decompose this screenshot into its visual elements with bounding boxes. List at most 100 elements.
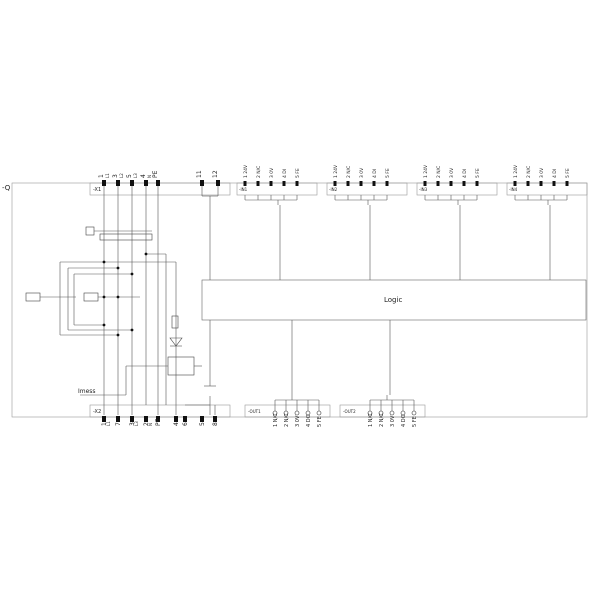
relay-coil-k2 <box>83 292 140 302</box>
output-pin[interactable] <box>294 410 300 416</box>
output-pin[interactable] <box>316 410 322 416</box>
x1-terminal-num: 11 <box>196 170 203 178</box>
x2-terminal[interactable] <box>144 416 148 422</box>
input-pin[interactable] <box>552 181 556 186</box>
output-pin[interactable] <box>400 410 406 416</box>
input-port-label: -IN1 <box>239 187 248 192</box>
x1-terminal-num: 12 <box>212 170 219 178</box>
output-pin[interactable] <box>389 410 395 416</box>
input-port-strip <box>416 182 498 196</box>
junction-dot <box>130 272 134 276</box>
x2-terminal[interactable] <box>116 416 120 422</box>
x2-terminal-num: 1 <box>101 422 108 426</box>
x1-terminal[interactable] <box>144 180 148 186</box>
x2-terminal[interactable] <box>213 416 217 422</box>
x2-terminal-num: 7 <box>115 422 122 426</box>
input-pin[interactable] <box>282 181 286 186</box>
input-pin[interactable] <box>333 181 337 186</box>
x2-terminal[interactable] <box>200 416 204 422</box>
input-pin[interactable] <box>346 181 350 186</box>
x2-strip <box>89 404 231 418</box>
x1-terminal[interactable] <box>130 180 134 186</box>
power-wiring <box>25 183 551 415</box>
input-port-strip <box>326 182 408 196</box>
input-pin[interactable] <box>565 181 569 186</box>
x2-terminal-signal: L1 <box>106 421 111 426</box>
x2-terminal-signal: L3 <box>134 421 139 426</box>
output-pin-label: 4 DO <box>306 414 312 427</box>
logic-block <box>201 279 587 321</box>
x2-terminal[interactable] <box>183 416 187 422</box>
x2-terminal-num: 3 <box>129 422 136 426</box>
input-pin[interactable] <box>436 181 440 186</box>
input-pin-label: 5 FE <box>295 168 301 178</box>
output-pin-label: 2 N/C <box>379 413 385 427</box>
input-port-label: -IN3 <box>419 187 428 192</box>
x1-terminal[interactable] <box>200 180 204 186</box>
x1-terminal[interactable] <box>216 180 220 186</box>
x2-terminal-num: 6 <box>182 422 189 426</box>
input-pin-label: 3 0V <box>359 167 365 178</box>
x2-terminal-num: 8 <box>212 422 219 426</box>
output-port-label: -OUT2 <box>343 409 356 414</box>
output-pin-label: 5 FE <box>412 416 418 427</box>
input-pin-label: 2 N/C <box>436 166 442 178</box>
input-pin-label: 1 24V <box>513 164 519 178</box>
input-pin-label: 5 FE <box>475 168 481 178</box>
output-pin-label: 5 FE <box>317 416 323 427</box>
x1-terminal-num: 4 <box>140 174 147 178</box>
output-pin-label: 2 N/C <box>284 413 290 427</box>
input-pin[interactable] <box>372 181 376 186</box>
input-pin[interactable] <box>243 181 247 186</box>
output-pin-label: 3 0V <box>295 415 301 427</box>
manual-switch-symbol <box>85 226 153 241</box>
input-pin[interactable] <box>359 181 363 186</box>
input-pin-label: 3 0V <box>539 167 545 178</box>
input-pin[interactable] <box>295 181 299 186</box>
x1-terminal[interactable] <box>102 180 106 186</box>
input-pin[interactable] <box>539 181 543 186</box>
x2-terminal[interactable] <box>174 416 178 422</box>
output-port-label: -OUT1 <box>248 409 261 414</box>
input-pin[interactable] <box>462 181 466 186</box>
x1-terminal-signal: L2 <box>119 173 124 178</box>
x2-terminal[interactable] <box>130 416 134 422</box>
output-port-strip <box>244 404 331 418</box>
input-pin[interactable] <box>449 181 453 186</box>
device-label: -Q <box>2 184 11 192</box>
input-pin[interactable] <box>256 181 260 186</box>
x2-terminal-num: 2 <box>143 422 150 426</box>
junction-dot <box>102 295 106 299</box>
input-pin-label: 4 DI <box>282 169 288 178</box>
x1-terminal[interactable] <box>156 180 160 186</box>
x2-terminal[interactable] <box>156 416 160 422</box>
x2-terminal[interactable] <box>102 416 106 422</box>
x1-terminal[interactable] <box>116 180 120 186</box>
input-pin[interactable] <box>513 181 517 186</box>
input-pin[interactable] <box>475 181 479 186</box>
junction-dot <box>116 295 120 299</box>
output-pin[interactable] <box>411 410 417 416</box>
input-pin-label: 2 N/C <box>346 166 352 178</box>
x2-terminal-num: PE <box>155 418 162 426</box>
output-pin[interactable] <box>305 410 311 416</box>
x1-terminal-num: 5 <box>126 174 133 178</box>
input-pin[interactable] <box>269 181 273 186</box>
junction-dot <box>102 260 106 264</box>
input-pin-label: 4 DI <box>462 169 468 178</box>
input-pin-label: 3 0V <box>449 167 455 178</box>
input-pin-label: 5 FE <box>385 168 391 178</box>
x1-terminal-num: PE <box>152 170 159 178</box>
x1-terminal-num: 1 <box>98 174 105 178</box>
input-pin[interactable] <box>526 181 530 186</box>
input-pin[interactable] <box>423 181 427 186</box>
input-pin-label: 2 N/C <box>526 166 532 178</box>
input-pin[interactable] <box>385 181 389 186</box>
